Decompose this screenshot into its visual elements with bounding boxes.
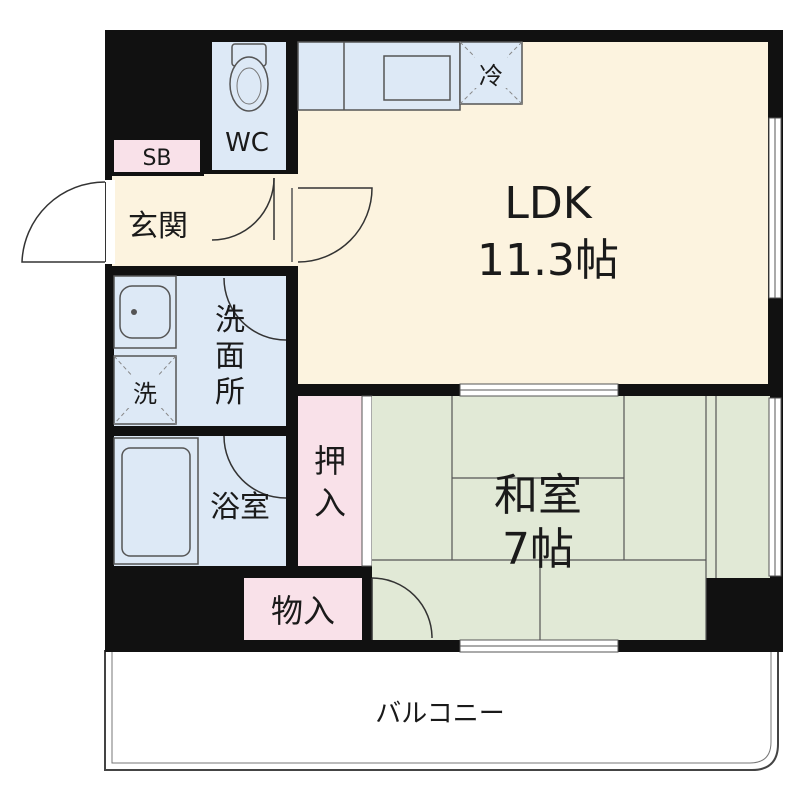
monoire-label: 物入 (271, 592, 335, 630)
senmenjo-char-3: 所 (215, 375, 245, 410)
kitchen-sink (383, 55, 451, 101)
bathtub (113, 437, 199, 565)
balcony-label: バルコニー (375, 699, 504, 729)
balcony-area: バルコニー (104, 650, 779, 771)
tatami-lines (372, 396, 717, 640)
toilet-bowl (229, 56, 269, 112)
genkan-label: 玄関 (128, 209, 188, 244)
room-yokushitsu: 浴室 (113, 435, 287, 566)
room-senmenjo: 洗 洗 面 所 (113, 275, 287, 426)
oshiire-char-1: 押 (314, 442, 346, 480)
shoe-box-label: SB (142, 146, 171, 171)
washer-label: 洗 (133, 380, 157, 408)
wc-label: WC (225, 128, 269, 158)
yokushitsu-label: 浴室 (210, 490, 270, 525)
room-genkan: SB 玄関 (112, 140, 298, 266)
entrance-door (21, 180, 115, 264)
room-washitsu: 和室 7帖 (371, 383, 782, 653)
ldk-size: 11.3帖 (477, 235, 619, 286)
room-oshiire: 押 入 (298, 395, 373, 567)
room-wc: WC (212, 42, 286, 170)
room-monoire: 物入 (244, 578, 362, 640)
washitsu-name: 和室 (494, 470, 582, 521)
room-ldk: 冷 LDK 11.3帖 (297, 41, 782, 384)
interior-doors (211, 177, 373, 263)
shoe-box (114, 140, 200, 172)
ldk-name: LDK (504, 178, 592, 229)
washbasin (113, 275, 177, 349)
refrigerator-label: 冷 (479, 62, 503, 90)
senmenjo-char-1: 洗 (215, 303, 245, 338)
washitsu-size: 7帖 (502, 524, 574, 575)
oshiire-char-2: 入 (314, 484, 346, 522)
senmenjo-char-2: 面 (215, 339, 245, 374)
